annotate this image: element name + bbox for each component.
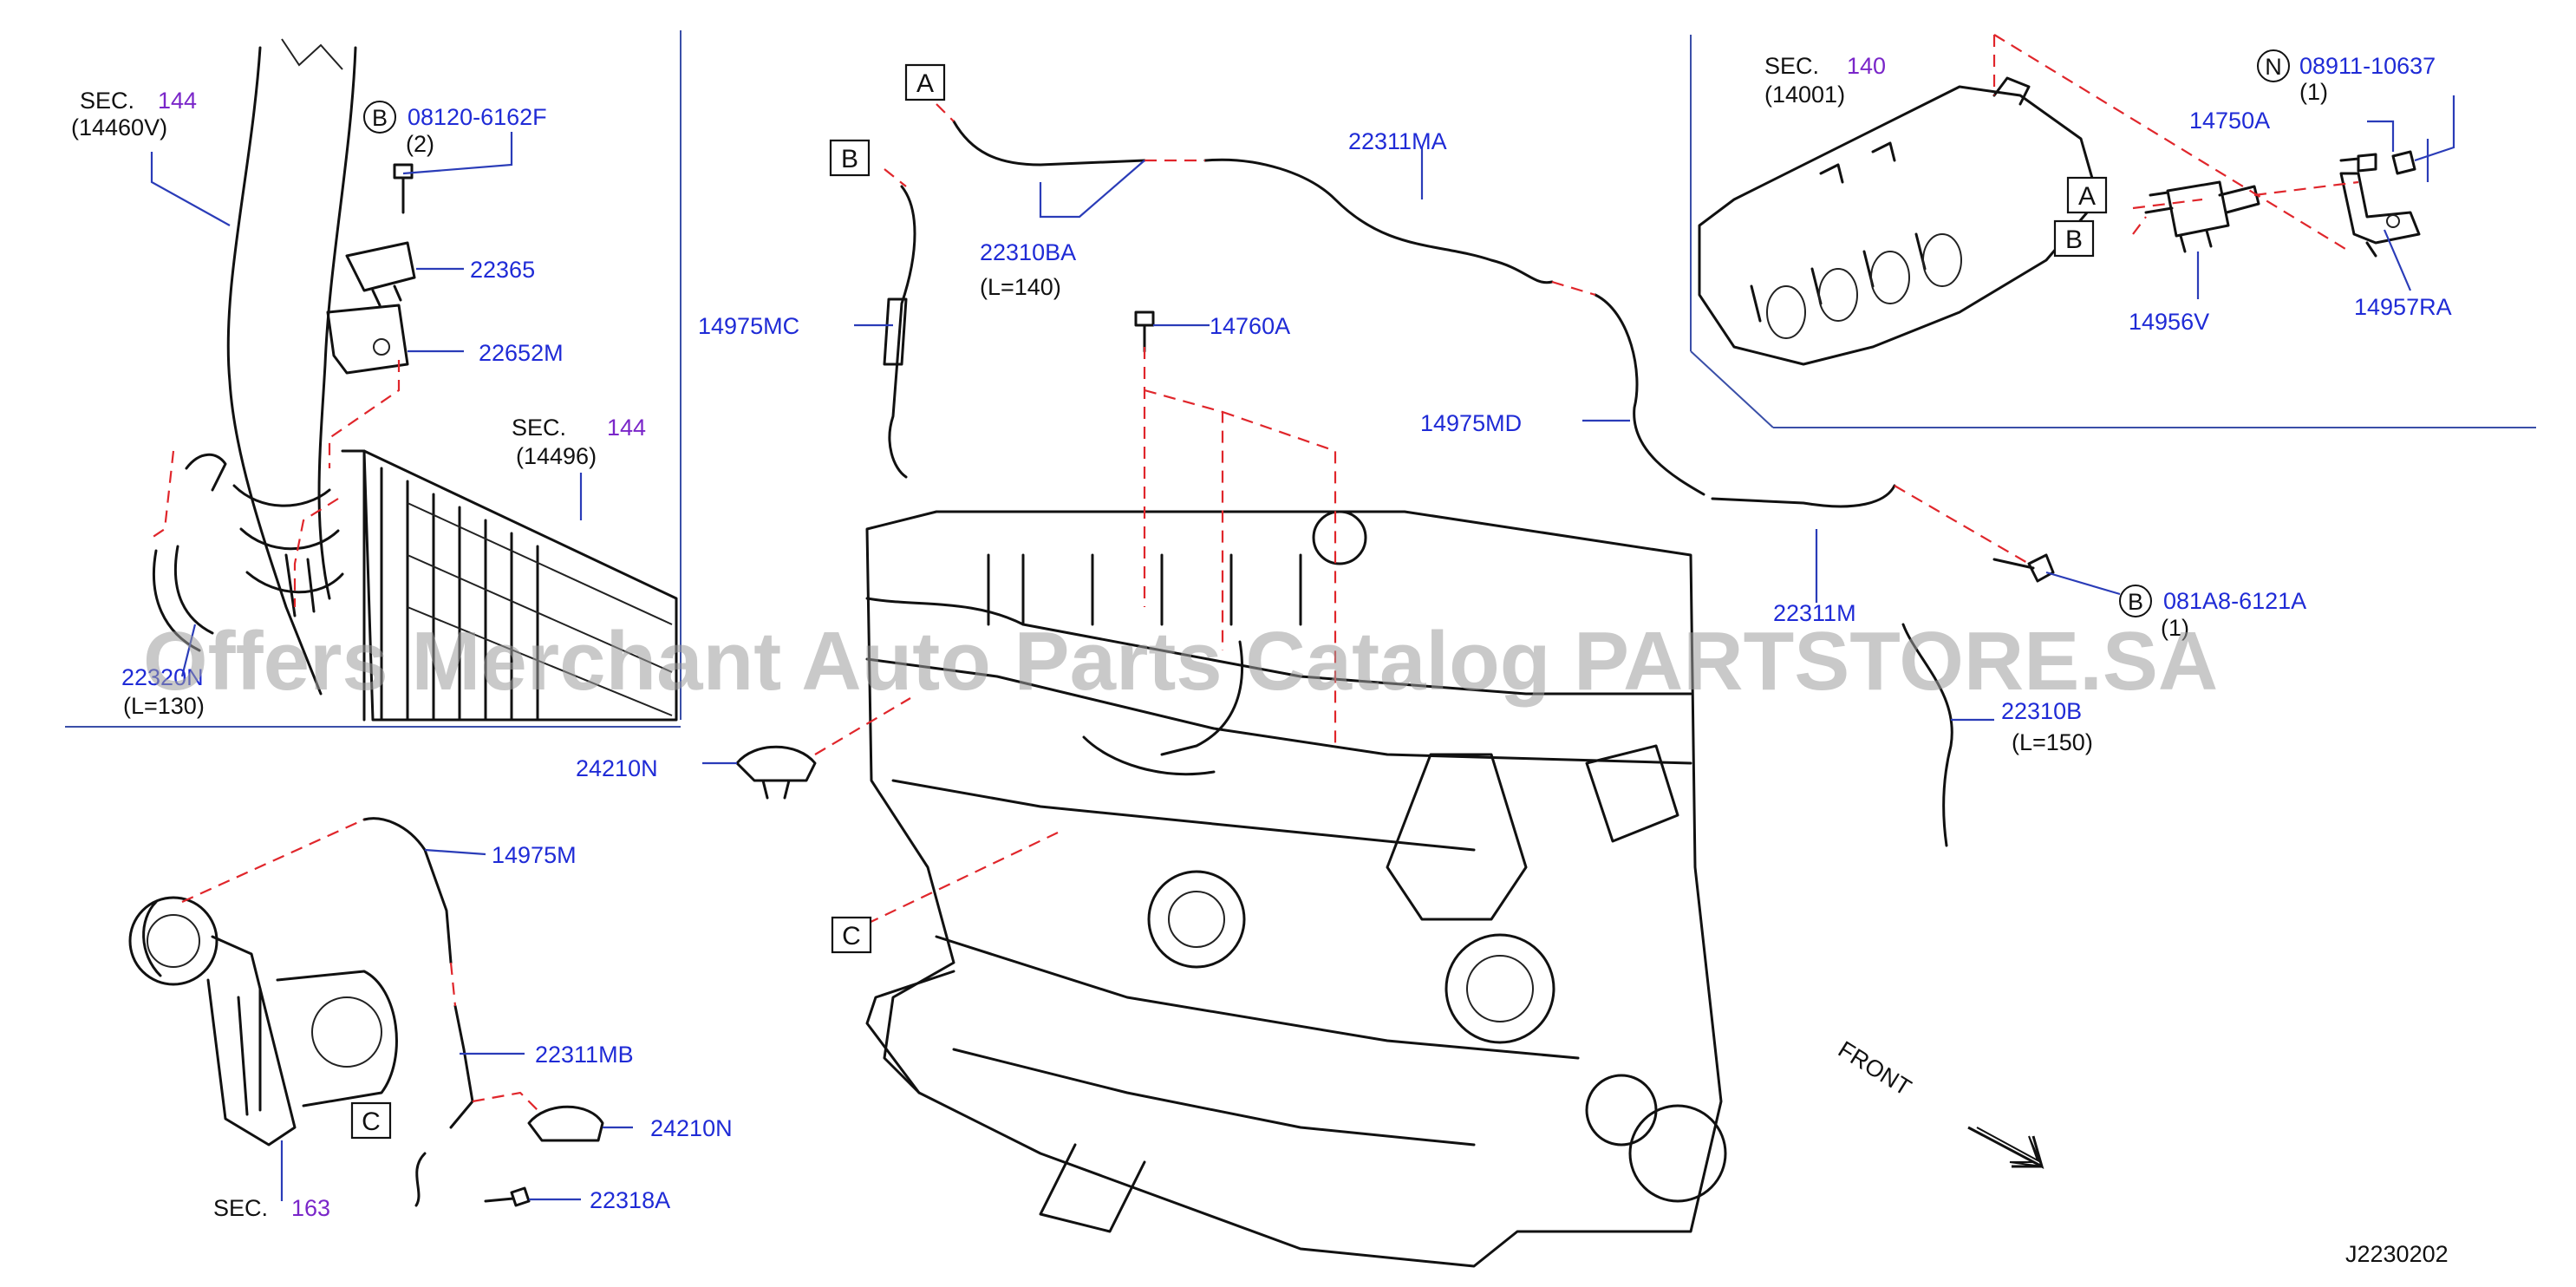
solenoid-bracket-drawing [2339,172,2421,258]
hose-shapes [362,120,1953,1207]
sec-callout-163[interactable]: SEC. 163 [213,1195,330,1221]
ref-letter-b-right: B [2065,225,2083,254]
part-label-14760a[interactable]: 14760A [1210,313,1290,339]
bolt-callout-08911-10637[interactable]: N 08911-10637 (1) [2257,49,2436,105]
front-label: FRONT [1834,1036,1916,1101]
bolt-marker: B [372,105,388,131]
small-parts-drawing [484,150,2416,1207]
sec-word: SEC. [1764,53,1819,79]
ref-letter-b-left: B [841,145,858,173]
part-label-22320n[interactable]: 22320N [121,664,204,690]
engine-block-drawing [865,510,1727,1268]
ref-letter-a-right: A [2078,182,2096,211]
intake-duct-drawing [152,38,357,696]
part-length-22310b: (L=150) [2012,729,2093,755]
bolt-callout-08120-6162f[interactable]: B 08120-6162F (2) [363,101,547,157]
bolt-qty: (1) [2299,79,2328,105]
sec-code: (14460V) [71,114,167,140]
sec-word: SEC. [512,415,566,441]
sec-word: SEC. [213,1195,268,1221]
diagram-id: J2230202 [2345,1241,2449,1267]
part-label-24210n-lower[interactable]: 24210N [650,1115,733,1141]
sec-number: 144 [158,88,197,114]
bolt-number: 08911-10637 [2299,53,2436,79]
ref-boxes: A B A B C C [350,63,2108,1140]
bolt-callout-081a8-6121a[interactable]: B 081A8-6121A (1) [2119,585,2306,641]
sec-callout-144-a[interactable]: SEC. 144 (14460V) [71,88,197,140]
vacuum-solenoid-drawing [2144,180,2260,253]
sec-callouts: SEC. 144 (14460V) SEC. 144 (14496) SEC. … [71,53,1886,1221]
sec-callout-140[interactable]: SEC. 140 (14001) [1764,53,1886,108]
part-label-14956v[interactable]: 14956V [2129,309,2209,335]
bolt-number: 08120-6162F [408,104,547,130]
sec-code: (14001) [1764,82,1845,108]
ref-letter-c-center: C [842,922,861,951]
egr-valve-drawing [128,896,398,1147]
part-label-14957ra[interactable]: 14957RA [2354,294,2452,320]
part-label-14975m[interactable]: 14975M [492,842,577,868]
part-label-14975mc[interactable]: 14975MC [698,313,799,339]
part-label-24210n-upper[interactable]: 24210N [576,755,658,781]
dashed-connection-lines [151,34,2359,1111]
frame-lines [65,30,2536,728]
bolt-callouts: B 08120-6162F (2) N 08911-10637 (1) B 08… [363,49,2436,641]
sec-number: 163 [291,1195,330,1221]
front-indicator: FRONT [1834,1036,2044,1169]
sec-number: 140 [1847,53,1886,79]
part-label-14975md[interactable]: 14975MD [1420,410,1522,436]
bolt-marker: B [2128,589,2143,615]
bolt-marker: N [2265,54,2282,80]
watermark-text: Offers Merchant Auto Parts Catalog PARTS… [143,615,2218,708]
part-label-22310b[interactable]: 22310B [2001,698,2082,724]
bolt-qty: (1) [2161,615,2189,641]
part-label-14750a[interactable]: 14750A [2189,108,2270,134]
intake-manifold-drawing [1698,76,2100,366]
pressure-sensor-drawing [326,163,416,375]
part-label-22311mb[interactable]: 22311MB [535,1042,634,1068]
bolt-qty: (2) [406,131,434,157]
ref-letter-c-left: C [362,1107,381,1136]
ref-letter-a-top: A [916,69,934,98]
part-label-22652m[interactable]: 22652M [479,340,564,366]
sec-number: 144 [607,415,646,441]
sec-callout-144-b[interactable]: SEC. 144 (14496) [512,415,646,469]
part-label-22365[interactable]: 22365 [470,257,535,283]
sec-word: SEC. [80,88,134,114]
part-length-22310ba: (L=140) [980,274,1061,300]
part-labels: 22365 22652M 22320N (L=130) 22310BA (L=1… [121,108,2452,1213]
part-length-22320n: (L=130) [123,693,205,719]
leader-lines [150,95,2455,1201]
radiator-drawing [341,449,678,722]
bolt-number: 081A8-6121A [2163,588,2306,614]
part-label-22318a[interactable]: 22318A [590,1187,670,1213]
front-arrow-icon [1967,1126,2044,1169]
part-label-22310ba[interactable]: 22310BA [980,239,1076,265]
sec-code: (14496) [516,443,597,469]
part-label-22311m[interactable]: 22311M [1773,600,1856,626]
part-label-22311ma[interactable]: 22311MA [1348,128,1447,154]
